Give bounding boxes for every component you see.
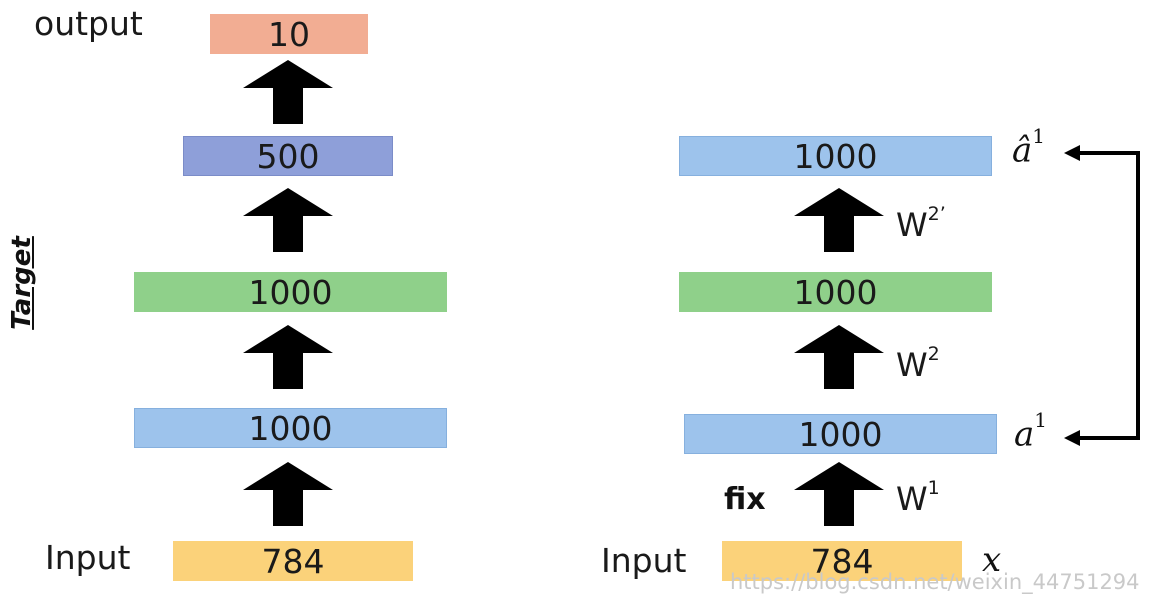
weight-w1-label: W1	[896, 477, 940, 518]
left-layer-500: 500	[183, 136, 393, 176]
left-up-arrow-3	[243, 188, 333, 252]
weight-w2-label: W2	[896, 343, 940, 384]
left-layer-output: 10	[210, 14, 368, 54]
right-up-arrow-1	[794, 462, 884, 526]
a-1-label: a1	[1014, 408, 1048, 455]
left-input-label: Input	[45, 538, 131, 577]
right-layer-input: 784	[722, 541, 962, 581]
left-up-arrow-1	[243, 462, 333, 526]
right-layer-hidden: 1000	[679, 272, 992, 312]
right-layer-reconstruction: 1000	[679, 136, 992, 176]
right-up-arrow-3	[794, 188, 884, 252]
target-label: Target	[7, 236, 37, 330]
weight-w2-prime-label: W2’	[896, 203, 946, 244]
left-layer-1000-lower: 1000	[134, 408, 447, 448]
feedback-connector	[1064, 145, 1140, 446]
a-hat-1-label: â1	[1012, 124, 1046, 171]
watermark-text: https://blog.csdn.net/weixin_44751294	[730, 570, 1140, 594]
left-up-arrow-4	[243, 60, 333, 124]
right-layer-a1: 1000	[684, 414, 997, 454]
left-layer-1000-upper: 1000	[134, 272, 447, 312]
right-input-label: Input	[601, 541, 687, 580]
fix-label: fix	[724, 482, 766, 517]
left-layer-input: 784	[173, 541, 413, 581]
right-up-arrow-2	[794, 325, 884, 389]
left-up-arrow-2	[243, 325, 333, 389]
input-x-symbol: x	[982, 540, 1002, 580]
output-label: output	[34, 4, 143, 43]
